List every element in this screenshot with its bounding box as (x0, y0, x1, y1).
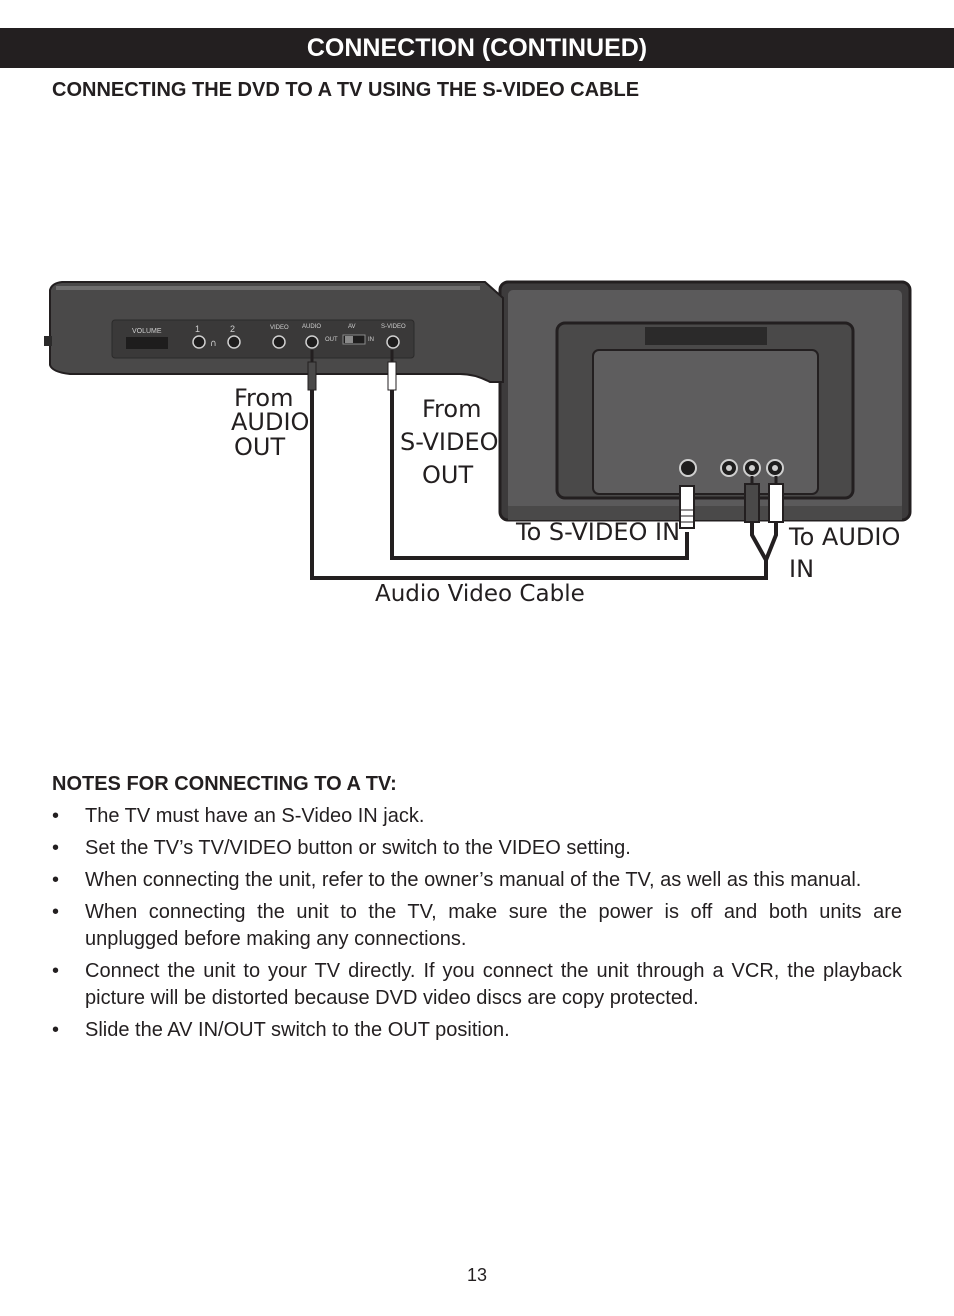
tv-svideo-plug (679, 485, 695, 529)
svideo-cable (390, 388, 689, 560)
cable-label: Audio Video Cable (375, 581, 585, 607)
player-svideo-plug (387, 350, 397, 391)
notes-heading: NOTES FOR CONNECTING TO A TV: (52, 773, 397, 795)
note-text: Set the TV’s TV/VIDEO button or switch t… (85, 837, 631, 859)
list-item: • The TV must have an S-Video IN jack. (52, 803, 902, 830)
note-text: Slide the AV IN/OUT switch to the OUT po… (85, 1019, 510, 1041)
list-item: • When connecting the unit, refer to the … (52, 867, 902, 894)
list-item: • Connect the unit to your TV directly. I… (52, 958, 902, 1012)
connection-diagram: VOLUME 1 2 ∩ VIDEO AUDIO AV OUT IN S-VID… (44, 280, 912, 607)
note-text: Connect the unit to your TV directly. If… (85, 960, 902, 1009)
notes-list: • The TV must have an S-Video IN jack. • S… (52, 803, 902, 1049)
svideo-label: S-VIDEO (381, 324, 406, 330)
out-label: OUT (325, 337, 338, 343)
page-number: 13 (466, 1265, 488, 1285)
dvd-player-illustration: VOLUME 1 2 ∩ VIDEO AUDIO AV OUT IN S-VID… (44, 281, 504, 383)
video-label: VIDEO (270, 325, 289, 331)
bullet: • (52, 837, 60, 859)
to-audio-in-label: To AUDIO IN (788, 523, 908, 583)
page-title: CONNECTION (CONTINUED) (0, 28, 954, 68)
headphone-2-label: 2 (230, 324, 235, 334)
bullet: • (52, 869, 60, 891)
in-label: IN (368, 337, 374, 343)
headphone-icon: ∩ (210, 339, 217, 349)
av-cable (310, 388, 778, 580)
player-audio-plug (307, 350, 317, 391)
tv-back-illustration (498, 280, 912, 522)
volume-label: VOLUME (132, 328, 162, 335)
tv-audio-jacks (720, 459, 784, 477)
list-item: • Slide the AV IN/OUT switch to the OUT p… (52, 1017, 902, 1044)
note-text: The TV must have an S-Video IN jack. (85, 805, 425, 827)
av-label: AV (348, 324, 356, 330)
bullet: • (52, 1019, 60, 1041)
from-svideo-out-label: From S-VIDEO OUT (400, 395, 506, 489)
section-heading: CONNECTING THE DVD TO A TV USING THE S-V… (52, 79, 640, 101)
from-audio-out-label: From AUDIO OUT (231, 384, 317, 461)
list-item: • When connecting the unit to the TV, mak… (52, 899, 902, 953)
tv-audio-plugs (744, 476, 784, 523)
to-svideo-in-label: To S-VIDEO IN (515, 518, 680, 546)
headphone-1-label: 1 (195, 324, 200, 334)
bullet: • (52, 960, 60, 982)
audio-label: AUDIO (302, 324, 321, 330)
note-text: When connecting the unit, refer to the o… (85, 869, 862, 891)
list-item: • Set the TV’s TV/VIDEO button or switch … (52, 835, 902, 862)
tv-svideo-jack (679, 459, 697, 477)
bullet: • (52, 805, 60, 827)
note-text: When connecting the unit to the TV, make… (85, 901, 902, 950)
bullet: • (52, 901, 60, 923)
